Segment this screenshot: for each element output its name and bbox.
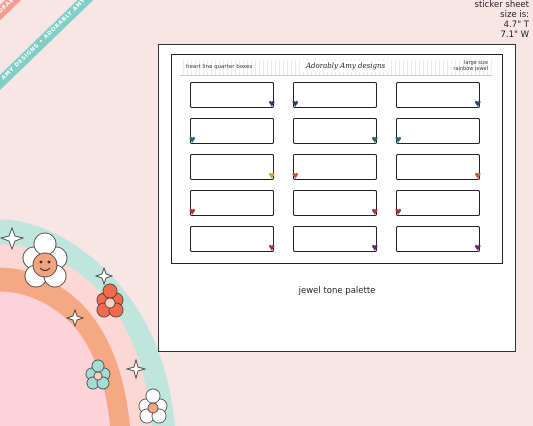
palette-label: jewel tone palette: [298, 286, 376, 296]
heart-icon: ♥: [268, 242, 275, 254]
white-flower-icon: [138, 388, 168, 424]
heart-icon: ♥: [371, 242, 378, 254]
heart-icon: ♥: [474, 242, 481, 254]
heart-icon: ♥: [292, 170, 299, 182]
sticker-box: ♥: [396, 82, 481, 110]
sticker-box: ♥: [190, 82, 275, 110]
orange-flower-icon: [96, 283, 124, 318]
sheet-title: heart line quarter boxes: [186, 64, 253, 70]
ribbon-adorably-amy-designs: ADORABLY AMY DESIGNS • ADORABLY AMY DESI…: [0, 0, 125, 116]
sticker-box: ♥: [189, 118, 274, 146]
heart-icon: ♥: [395, 134, 402, 146]
size-line-2: size is:: [500, 10, 529, 20]
sticker-box: ♥: [395, 190, 480, 218]
size-line-1: sticker sheet: [474, 0, 529, 10]
sparkle-icon: [0, 226, 147, 380]
sticker-box: ♥: [396, 226, 481, 254]
size-line-3: 4.7" T: [503, 20, 529, 30]
sticker-box: ♥: [292, 82, 377, 110]
smiley-flower-icon: [22, 232, 68, 288]
brand-logo: Adorably Amy designs: [300, 61, 392, 72]
sticker-box: ♥: [396, 154, 481, 182]
heart-icon: ♥: [474, 170, 481, 182]
size-label: large size: [464, 60, 488, 66]
heart-icon: ♥: [292, 98, 299, 110]
sticker-box: ♥: [189, 190, 274, 218]
header-strip: heart line quarter boxes Adorably Amy de…: [180, 59, 492, 76]
sheet-size-label: large size rainbow jewel: [453, 60, 488, 72]
heart-icon: ♥: [371, 134, 378, 146]
size-line-4: 7.1" W: [500, 30, 529, 40]
sticker-box: ♥: [395, 118, 480, 146]
heart-icon: ♥: [189, 134, 196, 146]
palette-name: rainbow jewel: [453, 66, 488, 72]
sticker-size-info: sticker sheet size is: 4.7" T 7.1" W: [429, 0, 529, 40]
heart-icon: ♥: [189, 206, 196, 218]
sticker-box: ♥: [293, 190, 378, 218]
sticker-box: ♥: [190, 154, 275, 182]
sticker-box: ♥: [190, 226, 275, 254]
sticker-box: ♥: [293, 226, 378, 254]
sticker-area: heart line quarter boxes Adorably Amy de…: [171, 54, 503, 264]
teal-flower-icon: [85, 359, 111, 390]
heart-icon: ♥: [268, 98, 275, 110]
heart-icon: ♥: [474, 98, 481, 110]
heart-icon: ♥: [371, 206, 378, 218]
heart-icon: ♥: [268, 170, 275, 182]
sticker-box: ♥: [293, 118, 378, 146]
sticker-box: ♥: [292, 154, 377, 182]
sticker-sheet: heart line quarter boxes Adorably Amy de…: [158, 44, 516, 352]
rainbow-flower-illustration: [0, 219, 175, 426]
heart-icon: ♥: [395, 206, 402, 218]
